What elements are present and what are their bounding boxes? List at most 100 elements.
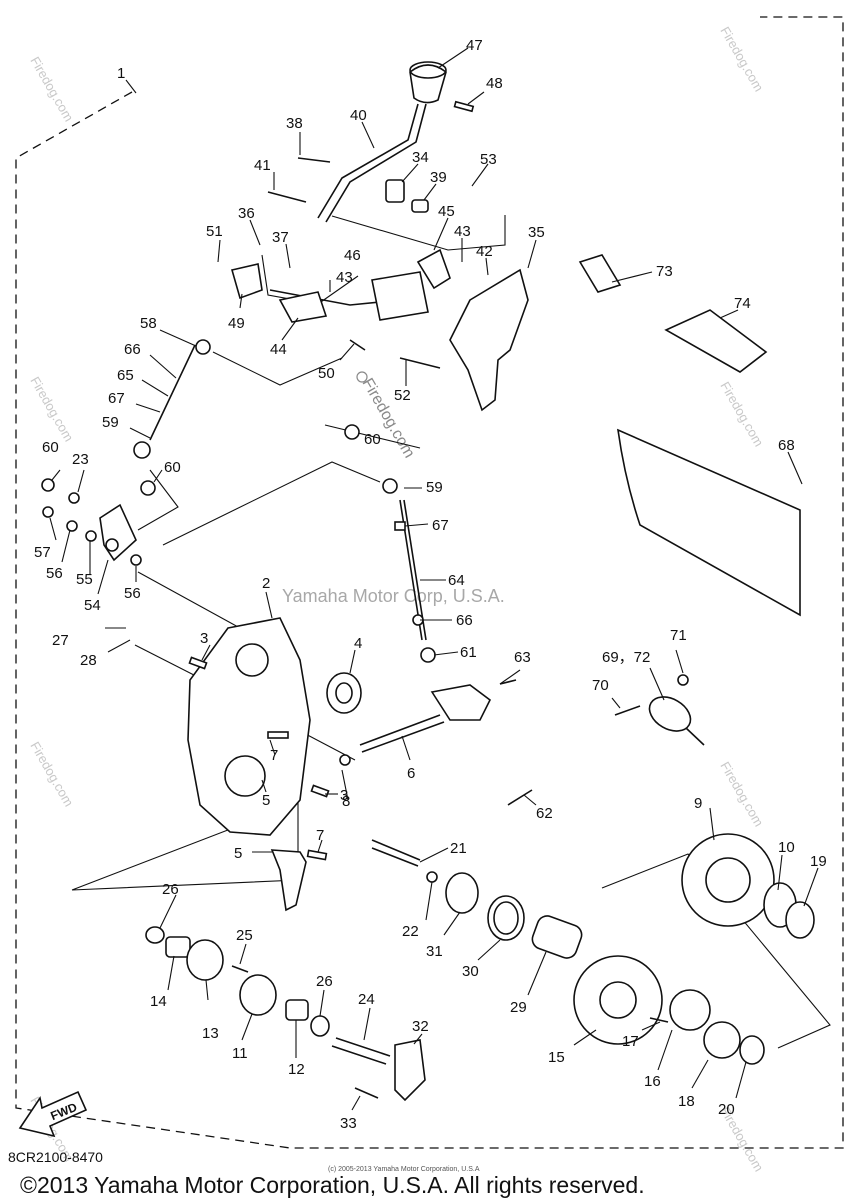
- fine-print: (c) 2005-2013 Yamaha Motor Corporation, …: [328, 1166, 480, 1173]
- callout-39: 39: [430, 169, 447, 186]
- callout-30: 30: [462, 963, 479, 980]
- callout-20: 20: [718, 1101, 735, 1118]
- callout-43: 43: [454, 223, 471, 240]
- callout-58: 58: [140, 315, 157, 332]
- callout-8: 8: [342, 793, 350, 810]
- assembly-guide-lines: [71, 215, 831, 1049]
- callout-59: 59: [426, 479, 443, 496]
- callout-36: 36: [238, 205, 255, 222]
- callout-29: 29: [510, 999, 527, 1016]
- center-watermark: Yamaha Motor Corp, U.S.A.: [282, 586, 505, 606]
- callout-2: 2: [262, 575, 270, 592]
- callout-45: 45: [438, 203, 455, 220]
- callout-33: 33: [340, 1115, 357, 1132]
- callout-54: 54: [84, 597, 101, 614]
- callout-11: 11: [232, 1045, 248, 1062]
- callout-7: 7: [270, 747, 278, 764]
- callout-61: 61: [460, 644, 477, 661]
- callout-68: 68: [778, 437, 795, 454]
- callout-65: 65: [117, 367, 134, 384]
- callout-37: 37: [272, 229, 289, 246]
- callout-34: 34: [412, 149, 429, 166]
- callout-40: 40: [350, 107, 367, 124]
- callout-28: 28: [80, 652, 97, 669]
- callout-50: 50: [318, 365, 335, 382]
- callout-43: 43: [336, 269, 353, 286]
- callout-17: 17: [622, 1033, 639, 1050]
- callout-4: 4: [354, 635, 362, 652]
- callout-55: 55: [76, 571, 93, 588]
- callout-48: 48: [486, 75, 503, 92]
- site-watermark: Firedog.com: [27, 739, 76, 809]
- callout-3: 3: [340, 787, 348, 804]
- callout-64: 64: [448, 572, 465, 589]
- callout-44: 44: [270, 341, 287, 358]
- callout-3: 3: [200, 630, 208, 647]
- callout-56: 56: [124, 585, 141, 602]
- callout-18: 18: [678, 1093, 695, 1110]
- callout-26: 26: [162, 881, 179, 898]
- callout-31: 31: [426, 943, 443, 960]
- callout-labels: 1 2 3 3 4 5 5 6 7 7 8 9 10 11 12 13 14 1…: [34, 37, 827, 1132]
- callout-67: 67: [432, 517, 449, 534]
- callout-9: 9: [694, 795, 702, 812]
- callout-60: 60: [364, 431, 381, 448]
- callout-49: 49: [228, 315, 245, 332]
- callout-73: 73: [656, 263, 673, 280]
- callout-67: 67: [108, 390, 125, 407]
- diagram-code: 8CR2100-8470: [8, 1149, 103, 1165]
- callout-60: 60: [164, 459, 181, 476]
- callout-14: 14: [150, 993, 167, 1010]
- callout-10: 10: [778, 839, 795, 856]
- callout-32: 32: [412, 1018, 429, 1035]
- callout-12: 12: [288, 1061, 305, 1078]
- fwd-arrow-icon: FWD: [18, 1090, 88, 1138]
- callout-57: 57: [34, 544, 51, 561]
- callout-70: 70: [592, 677, 609, 694]
- callout-16: 16: [644, 1073, 661, 1090]
- callout-25: 25: [236, 927, 253, 944]
- callout-74: 74: [734, 295, 751, 312]
- callout-23: 23: [72, 451, 89, 468]
- callout-22: 22: [402, 923, 419, 940]
- callout-19: 19: [810, 853, 827, 870]
- callout-24: 24: [358, 991, 375, 1008]
- callout-46: 46: [344, 247, 361, 264]
- site-watermark: Firedog.com: [27, 374, 76, 444]
- callout-62: 62: [536, 805, 553, 822]
- leader-lines: [49, 47, 819, 1111]
- callout-15: 15: [548, 1049, 565, 1066]
- callout-5: 5: [262, 792, 270, 809]
- callout-60: 60: [42, 439, 59, 456]
- callout-51: 51: [206, 223, 223, 240]
- callout-69-72: 69，72: [602, 649, 650, 666]
- callout-5: 5: [234, 845, 242, 862]
- callout-71: 71: [670, 627, 687, 644]
- callout-56: 56: [46, 565, 63, 582]
- callout-63: 63: [514, 649, 531, 666]
- callout-7: 7: [316, 827, 324, 844]
- callout-53: 53: [480, 151, 497, 168]
- site-watermark: Firedog.com: [717, 379, 766, 449]
- callout-59: 59: [102, 414, 119, 431]
- copyright-circle-icon: [356, 371, 368, 383]
- site-watermark: Firedog.com: [27, 54, 76, 124]
- callout-42: 42: [476, 243, 493, 260]
- copyright-footer: ©2013 Yamaha Motor Corporation, U.S.A. A…: [20, 1172, 645, 1198]
- callout-1: 1: [117, 65, 125, 82]
- assembly-boundary: [15, 16, 844, 1149]
- callout-47: 47: [466, 37, 483, 54]
- callout-13: 13: [202, 1025, 219, 1042]
- site-watermark: Firedog.com: [717, 759, 766, 829]
- shift-knob: [409, 64, 447, 104]
- callout-26: 26: [316, 973, 333, 990]
- callout-6: 6: [407, 765, 415, 782]
- callout-41: 41: [254, 157, 271, 174]
- site-watermark: Firedog.com: [717, 24, 766, 94]
- parts-artwork: [41, 61, 815, 1102]
- callout-66: 66: [124, 341, 141, 358]
- callout-52: 52: [394, 387, 411, 404]
- callout-35: 35: [528, 224, 545, 241]
- callout-66: 66: [456, 612, 473, 629]
